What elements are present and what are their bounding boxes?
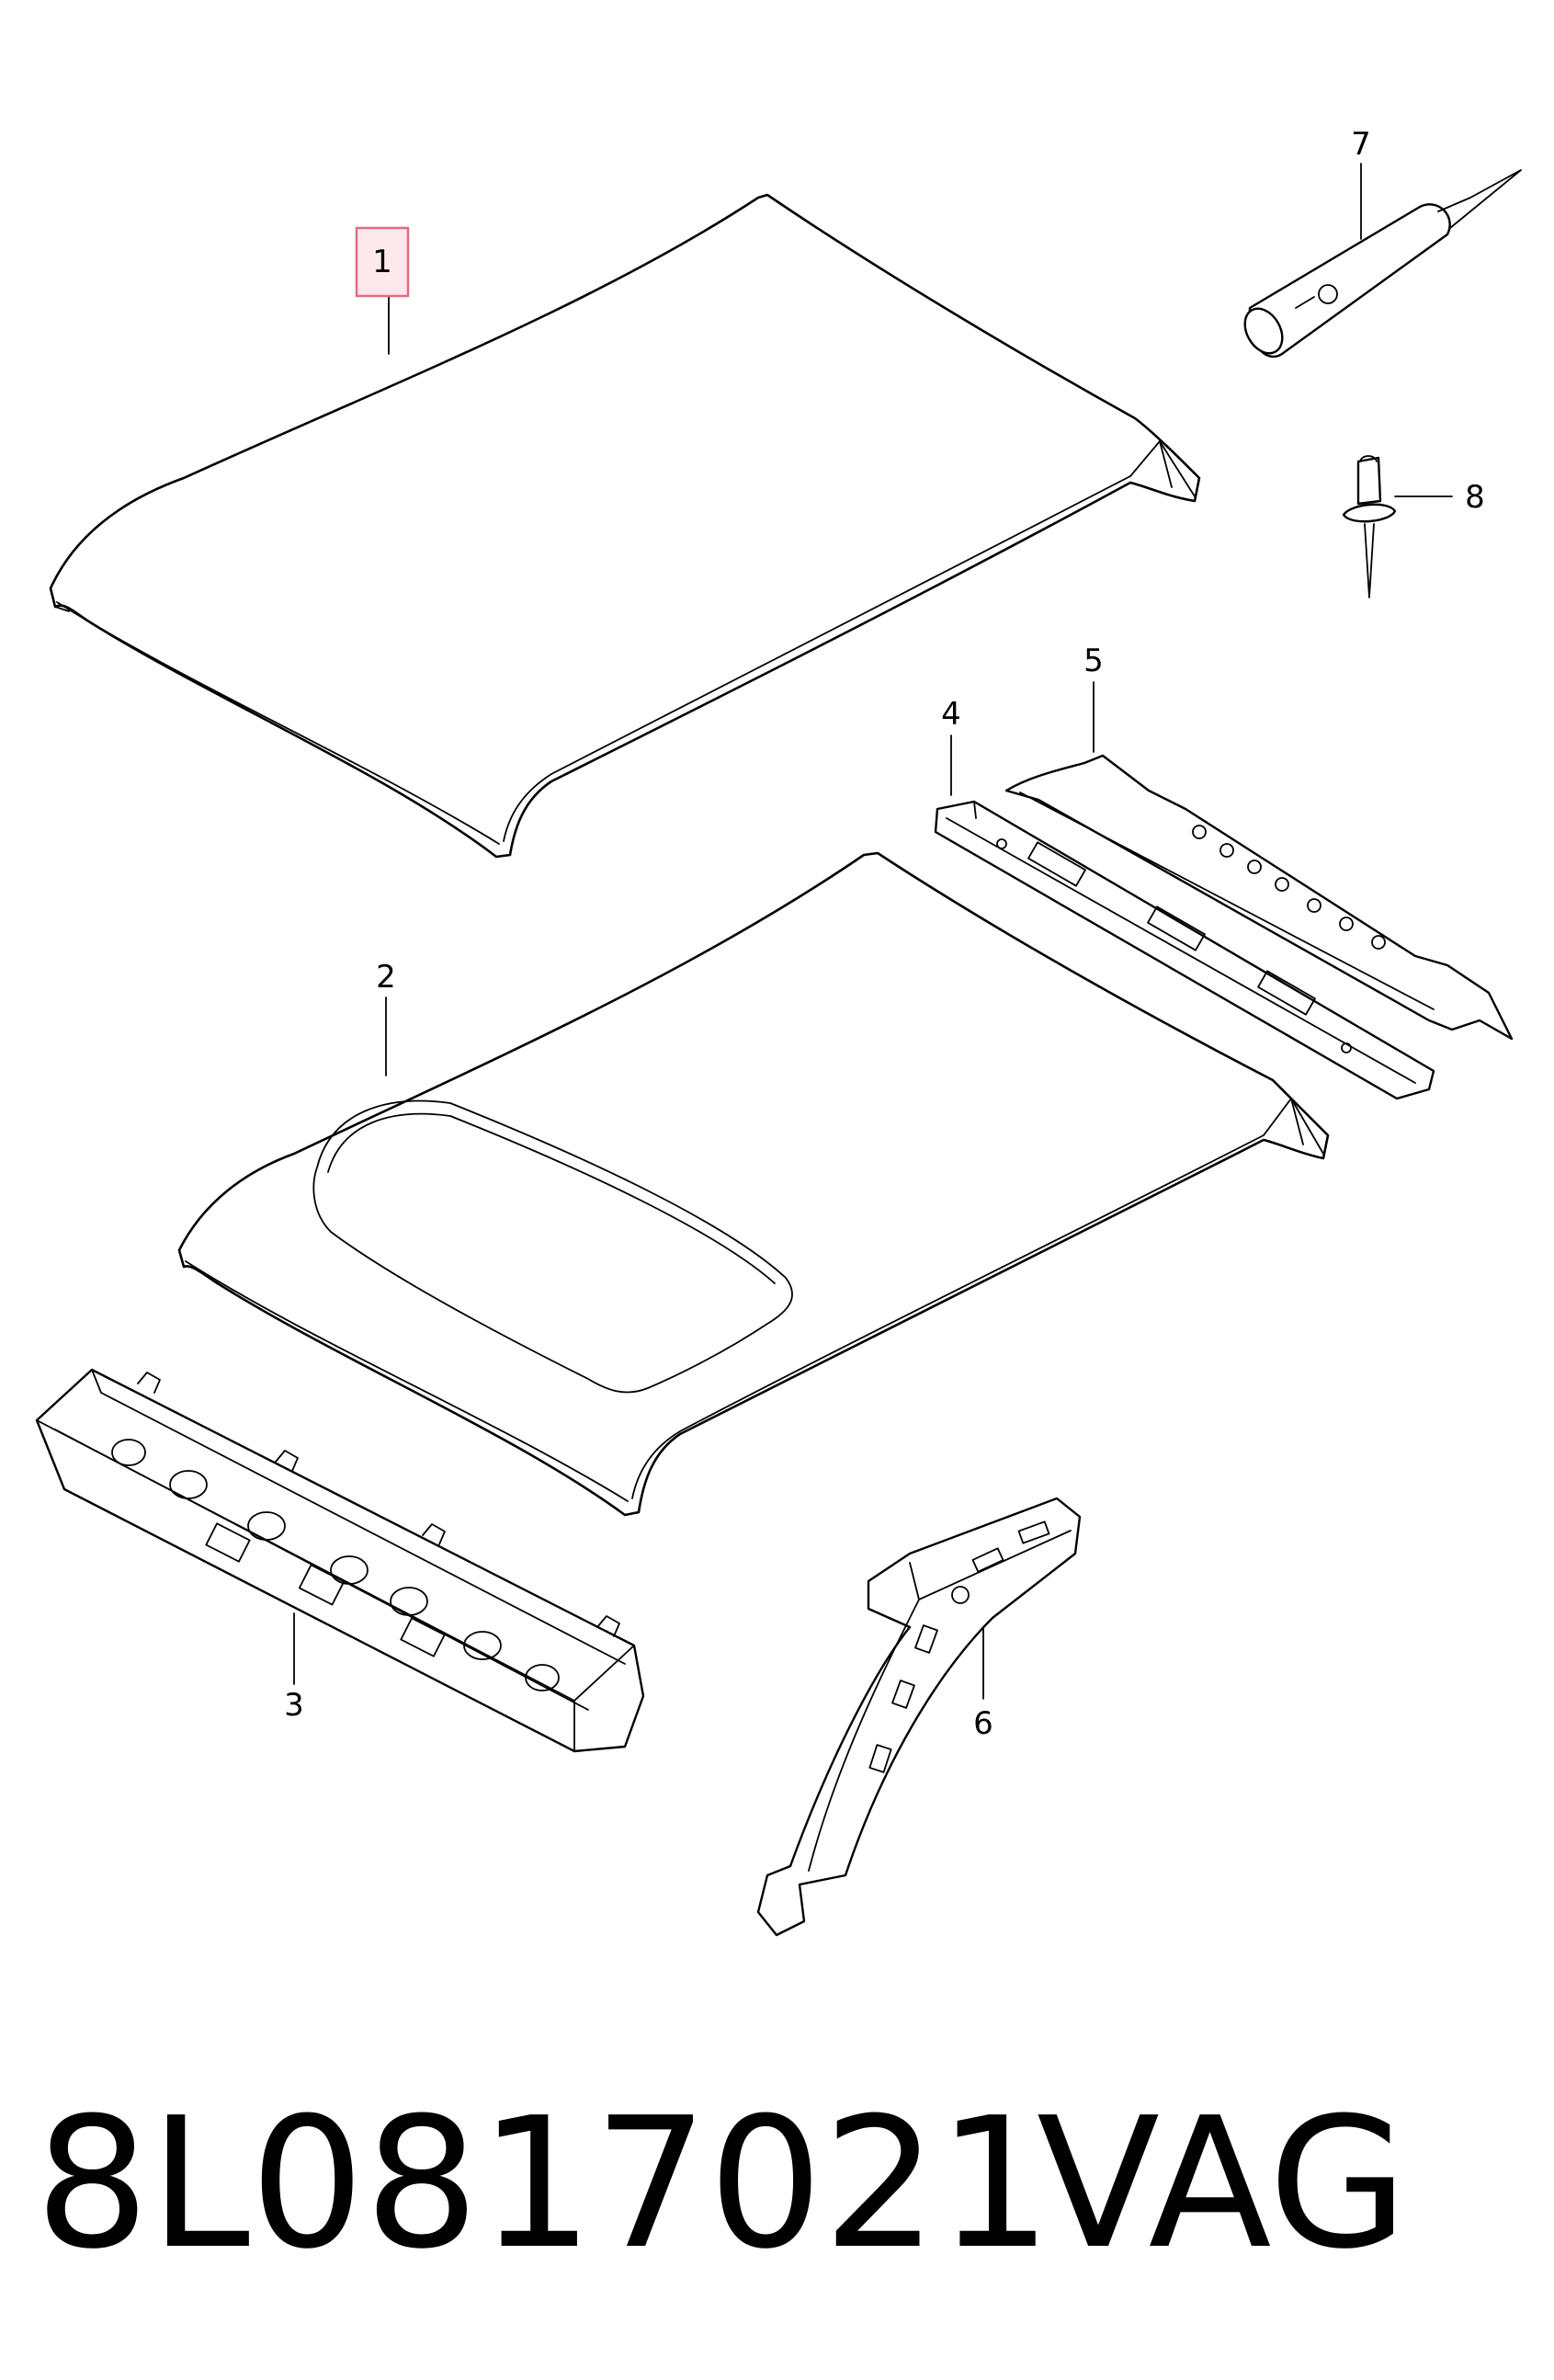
pillar-frame-part-6[interactable] (756, 1497, 1082, 1937)
side-rail-part-5[interactable] (1004, 754, 1514, 1041)
brand-label: VAG (1037, 2079, 1408, 2289)
callout-1-highlight[interactable] (355, 226, 410, 298)
callout-7[interactable]: 7 (1351, 126, 1371, 163)
roof-panel-part-1[interactable] (49, 193, 1201, 859)
front-cross-member-part-3[interactable] (35, 1368, 645, 1753)
roof-panel-sunroof-part-2[interactable] (177, 851, 1330, 1517)
callout-5[interactable]: 5 (1083, 643, 1104, 679)
callout-2[interactable]: 2 (376, 959, 396, 996)
rivet-part-8[interactable] (1342, 455, 1397, 598)
callout-6[interactable]: 6 (973, 1705, 993, 1742)
callout-1[interactable]: 1 (372, 244, 392, 280)
side-rail-part-4[interactable] (934, 800, 1435, 1100)
leader-lines (293, 163, 1453, 1700)
callout-3[interactable]: 3 (284, 1687, 304, 1724)
callout-8[interactable]: 8 (1465, 479, 1485, 516)
callout-4[interactable]: 4 (941, 696, 961, 733)
adhesive-cartridge-part-7[interactable] (1237, 169, 1522, 360)
part-number: 8L0817021 (35, 2079, 1052, 2289)
